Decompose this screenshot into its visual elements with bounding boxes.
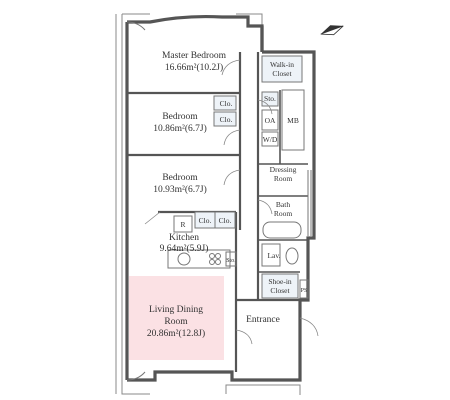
mb-label: MB <box>287 116 299 125</box>
clo-label-3: Clo. <box>199 216 212 225</box>
clo-label-1: Clo. <box>220 99 233 108</box>
shoe-in-closet-label-1: Shoe-in <box>268 277 292 286</box>
wd-label: W/D <box>263 135 278 144</box>
master-bedroom-area: 16.66m²(10.2J) <box>165 62 223 73</box>
kitchen-name: Kitchen <box>169 233 199 243</box>
kitchen-sink <box>177 252 191 266</box>
balconies <box>115 13 301 395</box>
shoe-in-closet-label-2: Closet <box>270 286 290 295</box>
bedroom-1-area: 10.86m²(6.7J) <box>153 123 207 134</box>
bath-room-label-1: Bath <box>276 200 290 209</box>
dressing-room-label-1: Dressing <box>270 165 297 174</box>
doors <box>144 59 319 345</box>
bedroom-2-name: Bedroom <box>162 173 198 183</box>
stove-burner <box>215 253 221 259</box>
oa-box <box>261 109 279 131</box>
master-bedroom-name: Master Bedroom <box>162 51 227 61</box>
kitchen-area: 9.64m²(5.9J) <box>160 243 209 254</box>
columns <box>126 21 146 381</box>
toilet <box>285 247 299 265</box>
living-dining-name-2: Room <box>164 317 188 327</box>
r-label: R <box>180 220 185 229</box>
ps-label: PS <box>301 288 308 294</box>
dressing-room-label-2: Room <box>274 174 293 183</box>
oa-label: OA <box>265 116 276 125</box>
stove-burner <box>209 259 215 265</box>
kitchen-counter <box>167 249 231 269</box>
kitchen-sto-box <box>225 251 237 267</box>
mb-box <box>281 89 305 151</box>
ps-box <box>299 279 309 299</box>
sto-label-2: Sto. <box>226 258 236 264</box>
wd-box <box>261 131 279 147</box>
lav-label: Lav. <box>267 251 280 260</box>
lavatory-counter <box>261 243 281 267</box>
walk-in-closet-label-1: Walk-in <box>270 60 294 69</box>
bedroom-2-area: 10.93m²(6.7J) <box>153 184 207 195</box>
walk-in-closet-label-2: Closet <box>272 69 292 78</box>
living-dining-highlight <box>129 276 224 360</box>
interior-walls <box>127 52 308 372</box>
stove-burner <box>209 253 215 259</box>
living-dining-area: 20.86m²(12.8J) <box>147 328 205 339</box>
shower-lines <box>307 170 312 236</box>
bathtub <box>262 221 302 239</box>
compass-north-arrow-icon <box>320 25 344 36</box>
fixtures <box>167 89 312 299</box>
sto-label-1: Sto. <box>264 94 276 103</box>
living-dining-name-1: Living Dining <box>149 305 203 315</box>
walk-in-closet <box>261 55 303 83</box>
clo-label-2: Clo. <box>220 115 233 124</box>
bedroom-1-name: Bedroom <box>162 112 198 122</box>
stove-burner <box>215 259 221 265</box>
bath-room-label-2: Room <box>274 209 293 218</box>
entrance-label: Entrance <box>246 315 280 325</box>
closets <box>194 55 303 299</box>
clo-label-4: Clo. <box>219 216 232 225</box>
refrigerator <box>173 215 193 233</box>
